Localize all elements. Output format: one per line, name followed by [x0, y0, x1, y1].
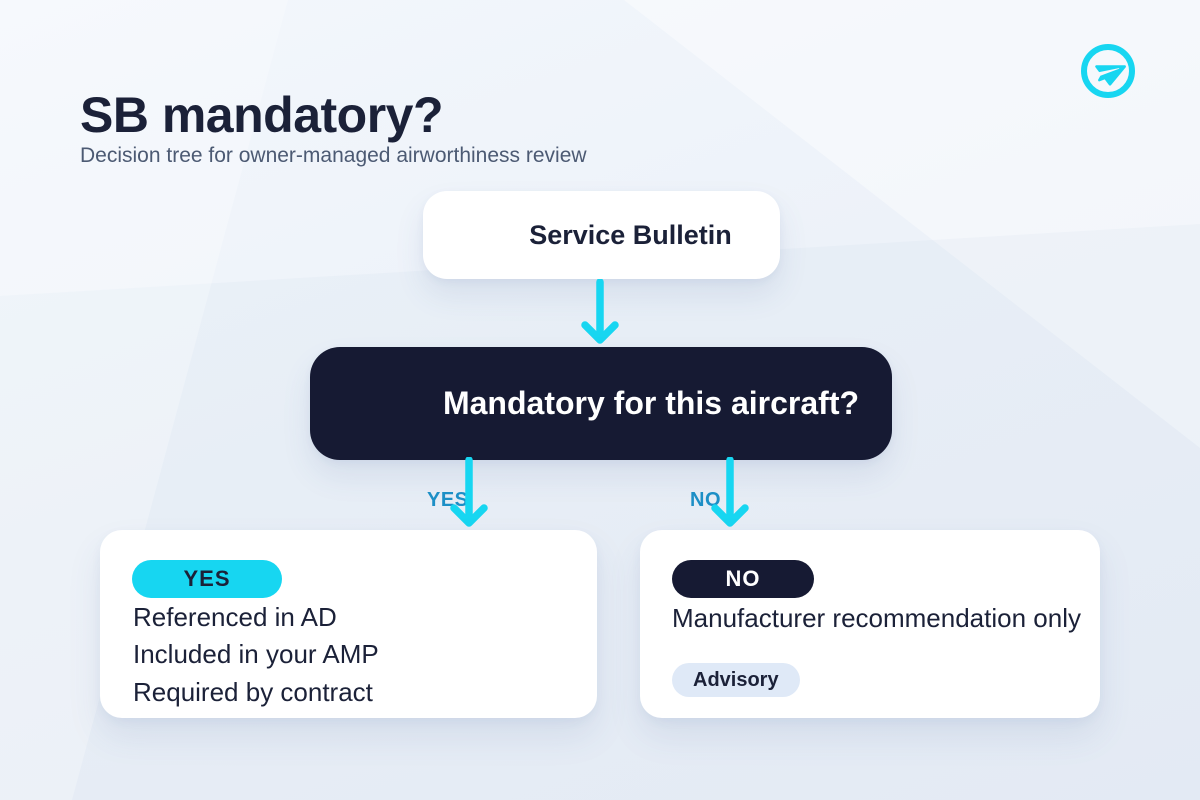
- advisory-tag: Advisory: [672, 663, 800, 697]
- yes-criteria-list: Referenced in AD Included in your AMP Re…: [133, 599, 379, 711]
- no-arrow-down-icon: [711, 457, 749, 527]
- yes-badge: YES: [132, 560, 282, 598]
- node-service-bulletin: Service Bulletin: [423, 191, 780, 279]
- list-item: Required by contract: [133, 676, 373, 707]
- arrow-down-icon: [581, 279, 619, 344]
- list-item: Referenced in AD: [133, 602, 337, 632]
- node-mandatory-question: Mandatory for this aircraft?: [310, 347, 892, 460]
- page-subtitle: Decision tree for owner-managed airworth…: [80, 144, 587, 167]
- no-outcome-card: NO Manufacturer recommendation only Advi…: [640, 530, 1100, 718]
- list-item: Included in your AMP: [133, 639, 379, 670]
- page-title: SB mandatory?: [80, 86, 444, 143]
- yes-arrow-down-icon: [450, 457, 488, 527]
- yes-outcome-card: YES Referenced in AD Included in your AM…: [100, 530, 597, 718]
- no-description: Manufacturer recommendation only: [672, 603, 1081, 633]
- no-badge: NO: [672, 560, 814, 598]
- node-mandatory-question-label: Mandatory for this aircraft?: [442, 385, 860, 421]
- paper-plane-icon: [1081, 44, 1135, 98]
- node-service-bulletin-label: Service Bulletin: [529, 219, 732, 250]
- branch-label-yes: YES: [427, 489, 469, 511]
